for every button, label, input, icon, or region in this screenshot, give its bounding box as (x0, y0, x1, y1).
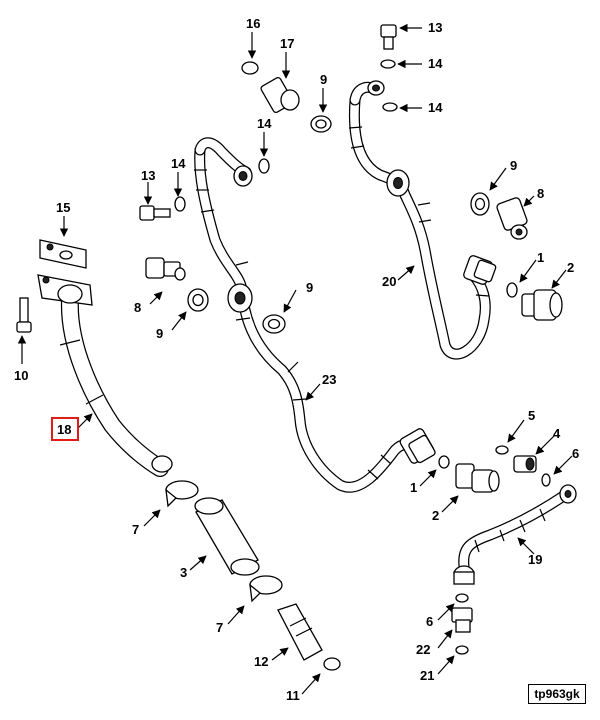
oring-1a (506, 282, 518, 298)
callout-2-upper: 2 (567, 260, 574, 275)
callout-18: 18 (57, 422, 71, 437)
callout-13-left: 13 (141, 168, 155, 183)
washer-14b (382, 102, 398, 112)
oring-11 (323, 657, 341, 671)
adapter-2b (455, 463, 500, 493)
callout-20: 20 (382, 274, 396, 289)
callout-21: 21 (420, 668, 434, 683)
clamp-7b (249, 575, 283, 603)
leader-lines (17, 23, 573, 695)
hose-23 (194, 137, 436, 493)
callout-12: 12 (254, 654, 268, 669)
callout-7-lower: 7 (216, 620, 223, 635)
callout-8-left: 8 (134, 300, 141, 315)
oring-1b (438, 455, 450, 469)
callout-23: 23 (322, 372, 336, 387)
callout-1-upper: 1 (537, 250, 544, 265)
callout-1-lower: 1 (410, 480, 417, 495)
washer-14a (380, 59, 396, 69)
bolt-13a (380, 24, 397, 50)
oring-16 (241, 61, 259, 75)
callout-6-lower: 6 (426, 614, 433, 629)
callout-9-right: 9 (510, 158, 517, 173)
oring-21 (455, 645, 469, 655)
bolt-13b (139, 205, 171, 221)
callout-10: 10 (14, 368, 28, 383)
washer-14d (174, 196, 186, 212)
washer-14c (258, 158, 270, 174)
callout-11: 11 (286, 688, 300, 703)
callout-8-right: 8 (537, 186, 544, 201)
bolt-10 (16, 297, 32, 333)
callout-3: 3 (180, 565, 187, 580)
sleeve-3 (194, 497, 260, 576)
fitting-22 (451, 607, 473, 633)
fitting-4 (513, 455, 537, 473)
adapter-2a (521, 289, 563, 321)
fitting-8a (145, 257, 186, 281)
callout-9-top: 9 (320, 72, 327, 87)
callout-17: 17 (280, 36, 294, 51)
callout-19: 19 (528, 552, 542, 567)
oring-6b (455, 593, 469, 603)
callout-5: 5 (528, 408, 535, 423)
callout-9-mid: 9 (306, 280, 313, 295)
callout-labels: 16 17 13 14 9 14 14 14 9 13 8 15 1 2 20 … (14, 16, 579, 703)
oring-5 (495, 445, 509, 455)
callout-6-upper: 6 (572, 446, 579, 461)
tube-18 (59, 291, 173, 477)
callout-16: 16 (246, 16, 260, 31)
fitting-8b (496, 197, 528, 240)
figure-reference: tp963gk (528, 684, 586, 704)
gasket-15 (39, 239, 87, 269)
callout-4: 4 (553, 426, 561, 441)
callout-2-lower: 2 (432, 508, 439, 523)
flange (37, 274, 93, 306)
highlight-box (51, 417, 79, 441)
callout-13-top: 13 (428, 20, 442, 35)
callout-22: 22 (416, 642, 430, 657)
connector-12 (277, 603, 323, 661)
oring-6a (541, 473, 551, 487)
hose-19 (453, 484, 577, 585)
callout-9-left: 9 (156, 326, 163, 341)
fitting-17 (260, 76, 300, 114)
hose-20 (348, 80, 497, 360)
clamp-7a (165, 480, 199, 508)
callout-15: 15 (56, 200, 70, 215)
callout-14-mid: 14 (257, 116, 272, 131)
callout-14-upper: 14 (428, 100, 443, 115)
callout-14-left: 14 (171, 156, 186, 171)
callout-7-upper: 7 (132, 522, 139, 537)
callout-14-top: 14 (428, 56, 443, 71)
